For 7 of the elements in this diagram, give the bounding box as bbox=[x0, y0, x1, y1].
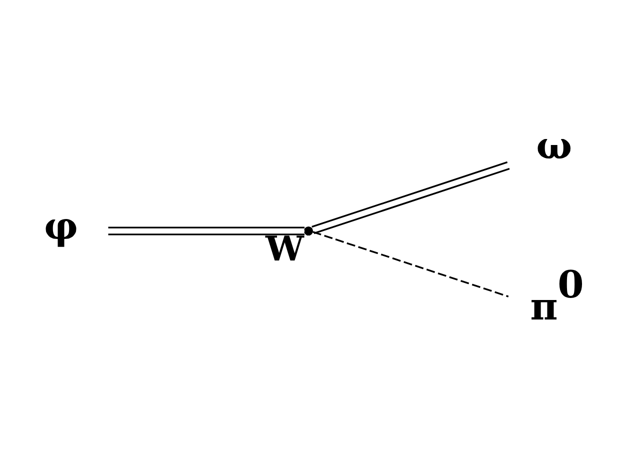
connector bbox=[108, 226, 305, 235]
connector bbox=[312, 230, 509, 297]
node-text: φ bbox=[44, 203, 78, 248]
node-point bbox=[304, 226, 314, 236]
node-label: W bbox=[265, 228, 304, 269]
node-text: ω bbox=[536, 122, 572, 167]
connector bbox=[312, 160, 510, 234]
